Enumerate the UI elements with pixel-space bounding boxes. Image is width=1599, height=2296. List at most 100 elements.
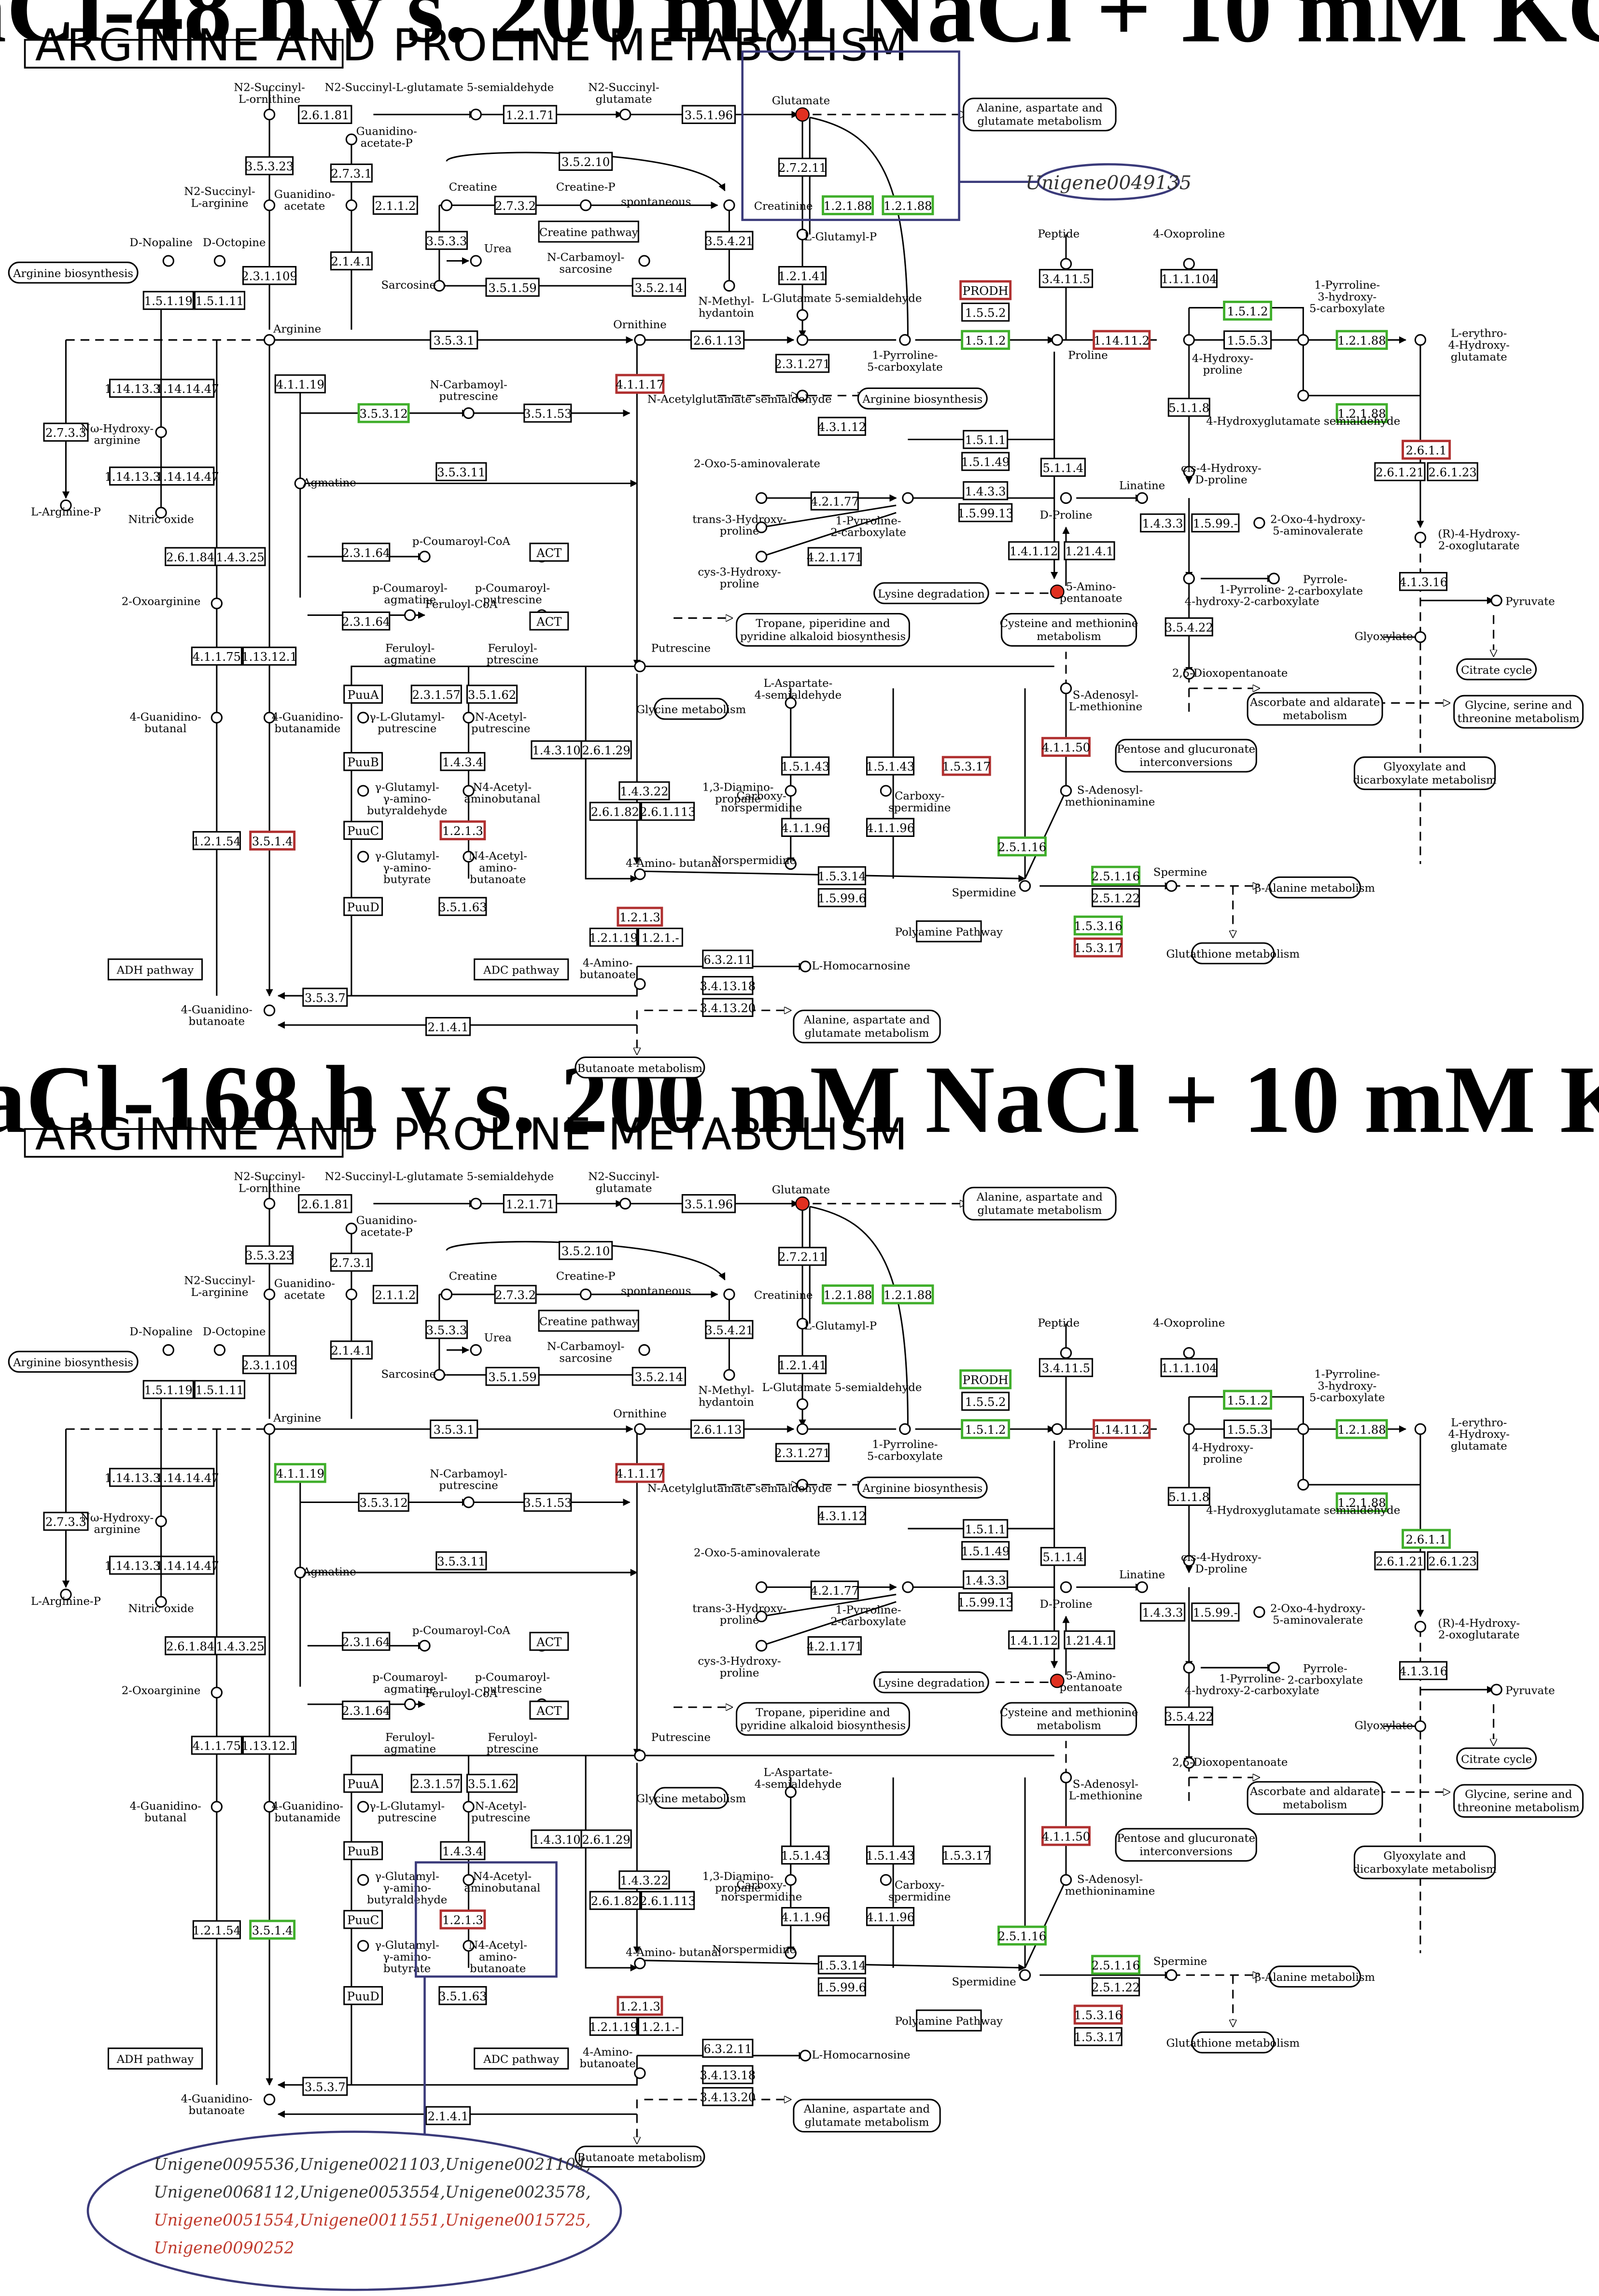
enzyme-box[interactable]: 5.1.1.4 xyxy=(1040,1546,1086,1566)
enzyme-box[interactable]: 2.1.1.2 xyxy=(372,1285,418,1304)
enzyme-box[interactable]: 3.5.1.96 xyxy=(681,105,736,124)
enzyme-box[interactable]: 2.6.1.29 xyxy=(580,1829,632,1849)
enzyme-box[interactable]: 1.5.99.- xyxy=(1191,1602,1240,1622)
enzyme-box[interactable]: 5.1.1.4 xyxy=(1040,458,1086,477)
enzyme-box[interactable]: 5.1.1.8 xyxy=(1167,1487,1210,1506)
enzyme-box[interactable]: 4.1.1.96 xyxy=(781,1907,829,1926)
enzyme-box[interactable]: 3.5.3.1 xyxy=(430,330,478,350)
enzyme-box[interactable]: 2.7.2.11 xyxy=(778,157,827,177)
enzyme-box[interactable]: 2.6.1.23 xyxy=(1427,1551,1478,1571)
enzyme-box[interactable]: 1.2.1.71 xyxy=(503,1194,558,1213)
enzyme-box[interactable]: 1.14.13.39 xyxy=(104,1556,168,1575)
pathway-link[interactable]: β-Alanine metabolism xyxy=(1255,1965,1375,1988)
enzyme-box[interactable]: 4.1.1.50 xyxy=(1041,1826,1091,1846)
enzyme-box[interactable]: 2.1.4.1 xyxy=(330,1340,373,1360)
enzyme-box[interactable]: ACT xyxy=(529,1700,569,1720)
enzyme-box[interactable]: 3.5.1.59 xyxy=(485,278,540,297)
enzyme-box[interactable]: 3.5.3.7 xyxy=(302,988,348,1007)
enzyme-box[interactable]: 1.2.1.54 xyxy=(193,831,241,850)
enzyme-box[interactable]: 1.5.1.49 xyxy=(961,452,1010,471)
enzyme-box[interactable]: 4.1.1.75 xyxy=(191,1736,242,1755)
enzyme-box[interactable]: 2.1.1.2 xyxy=(372,195,418,215)
enzyme-box[interactable]: 4.1.1.75 xyxy=(191,646,242,666)
enzyme-box[interactable]: 1.5.5.2 xyxy=(961,1392,1010,1411)
enzyme-box[interactable]: 1.2.1.88 xyxy=(1335,403,1388,423)
enzyme-box[interactable]: PRODH xyxy=(959,280,1012,300)
enzyme-box[interactable]: ACT xyxy=(529,543,569,562)
enzyme-box[interactable]: 1.5.1.19 xyxy=(142,1380,194,1399)
enzyme-box[interactable]: 3.5.3.12 xyxy=(358,1492,409,1512)
enzyme-box[interactable]: 1.14.11.2 xyxy=(1093,330,1151,350)
pathway-link[interactable]: Polyamine Pathway xyxy=(895,920,1003,943)
enzyme-box[interactable]: 2.1.4.1 xyxy=(425,1017,471,1036)
enzyme-box[interactable]: 3.5.3.1 xyxy=(430,1419,478,1439)
enzyme-box[interactable]: 1.5.99.6 xyxy=(818,888,866,907)
enzyme-box[interactable]: 2.3.1.109 xyxy=(241,266,297,285)
enzyme-box[interactable]: 1.4.3.3 xyxy=(1140,513,1186,533)
enzyme-box[interactable]: 1.5.1.2 xyxy=(961,330,1010,350)
enzyme-box[interactable]: 3.5.1.63 xyxy=(438,897,487,916)
enzyme-box[interactable]: 1.2.1.- xyxy=(637,2017,683,2036)
enzyme-box[interactable]: 1.5.1.49 xyxy=(961,1541,1010,1560)
enzyme-box[interactable]: 1.2.1.88 xyxy=(882,195,934,215)
enzyme-box[interactable]: 1.5.1.43 xyxy=(866,756,914,776)
enzyme-box[interactable]: 3.5.1.53 xyxy=(523,404,572,423)
enzyme-box[interactable]: 1.5.1.1 xyxy=(963,1519,1009,1538)
enzyme-box[interactable]: 1.14.11.2 xyxy=(1093,1419,1151,1439)
enzyme-box[interactable]: 1.5.1.43 xyxy=(781,1845,829,1865)
pathway-link[interactable]: Glutathione metabolism xyxy=(1166,2031,1300,2054)
enzyme-box[interactable]: 1.4.3.22 xyxy=(618,781,670,801)
enzyme-box[interactable]: 1.14.14.47 xyxy=(156,1556,219,1575)
enzyme-box[interactable]: 1.5.3.17 xyxy=(1073,937,1123,958)
pathway-link[interactable]: Polyamine Pathway xyxy=(895,2009,1003,2032)
enzyme-box[interactable]: 2.7.3.1 xyxy=(330,163,373,183)
enzyme-box[interactable]: 2.5.1.22 xyxy=(1092,1977,1140,1997)
enzyme-box[interactable]: 1.4.3.3 xyxy=(963,481,1009,501)
enzyme-box[interactable]: 1.2.1.71 xyxy=(503,105,558,124)
enzyme-box[interactable]: 1.2.1.54 xyxy=(193,1920,241,1939)
enzyme-box[interactable]: 1.4.3.25 xyxy=(214,1636,266,1656)
enzyme-box[interactable]: 2.6.1.113 xyxy=(640,1891,696,1910)
enzyme-box[interactable]: 3.5.2.10 xyxy=(559,1241,613,1260)
enzyme-box[interactable]: 2.6.1.113 xyxy=(640,802,696,821)
enzyme-box[interactable]: 4.2.1.171 xyxy=(807,1636,863,1656)
enzyme-box[interactable]: 1.5.99.- xyxy=(1191,513,1240,533)
enzyme-box[interactable]: 1.2.1.3 xyxy=(617,1996,663,2016)
enzyme-box[interactable]: 2.7.3.2 xyxy=(494,1285,537,1304)
enzyme-box[interactable]: 3.4.13.20 xyxy=(700,998,756,1017)
enzyme-box[interactable]: PuuD xyxy=(343,1986,383,2005)
pathway-link[interactable]: Glycine metabolism xyxy=(636,697,746,720)
enzyme-box[interactable]: 1.5.99.6 xyxy=(818,1977,866,1997)
enzyme-box[interactable]: 1.5.3.14 xyxy=(818,866,866,886)
enzyme-box[interactable]: 4.1.3.16 xyxy=(1399,572,1447,591)
enzyme-box[interactable]: 3.5.3.7 xyxy=(302,2076,348,2096)
enzyme-box[interactable]: 1.14.14.47 xyxy=(156,466,219,486)
enzyme-box[interactable]: 2.7.3.2 xyxy=(494,195,537,215)
enzyme-box[interactable]: PRODH xyxy=(959,1369,1012,1390)
enzyme-box[interactable]: PuuB xyxy=(343,752,383,771)
pathway-link[interactable]: Creatine pathway xyxy=(538,221,639,243)
enzyme-box[interactable]: 2.7.3.3 xyxy=(43,422,89,442)
enzyme-box[interactable]: 3.5.1.4 xyxy=(249,1920,296,1940)
enzyme-box[interactable]: 1.21.4.1 xyxy=(1064,1630,1115,1650)
enzyme-box[interactable]: 1.1.1.104 xyxy=(1160,269,1218,288)
enzyme-box[interactable]: 1.2.1.88 xyxy=(1335,1492,1388,1513)
enzyme-box[interactable]: 1.4.1.12 xyxy=(1008,541,1060,560)
enzyme-box[interactable]: 4.3.1.12 xyxy=(818,417,866,436)
enzyme-box[interactable]: 1.5.1.11 xyxy=(194,291,246,310)
enzyme-box[interactable]: 1.4.3.4 xyxy=(440,1841,486,1861)
pathway-link[interactable]: Lysine degradation xyxy=(873,1671,989,1694)
enzyme-box[interactable]: 3.5.4.21 xyxy=(705,1320,754,1339)
enzyme-box[interactable]: 1.5.1.1 xyxy=(963,430,1009,449)
enzyme-box[interactable]: 1.5.99.13 xyxy=(957,503,1013,522)
enzyme-box[interactable]: 2.1.4.1 xyxy=(425,2106,471,2126)
enzyme-box[interactable]: 1.14.14.47 xyxy=(156,378,219,398)
enzyme-box[interactable]: 1.5.1.43 xyxy=(866,1845,914,1865)
enzyme-box[interactable]: 1.14.13.39 xyxy=(104,466,168,486)
